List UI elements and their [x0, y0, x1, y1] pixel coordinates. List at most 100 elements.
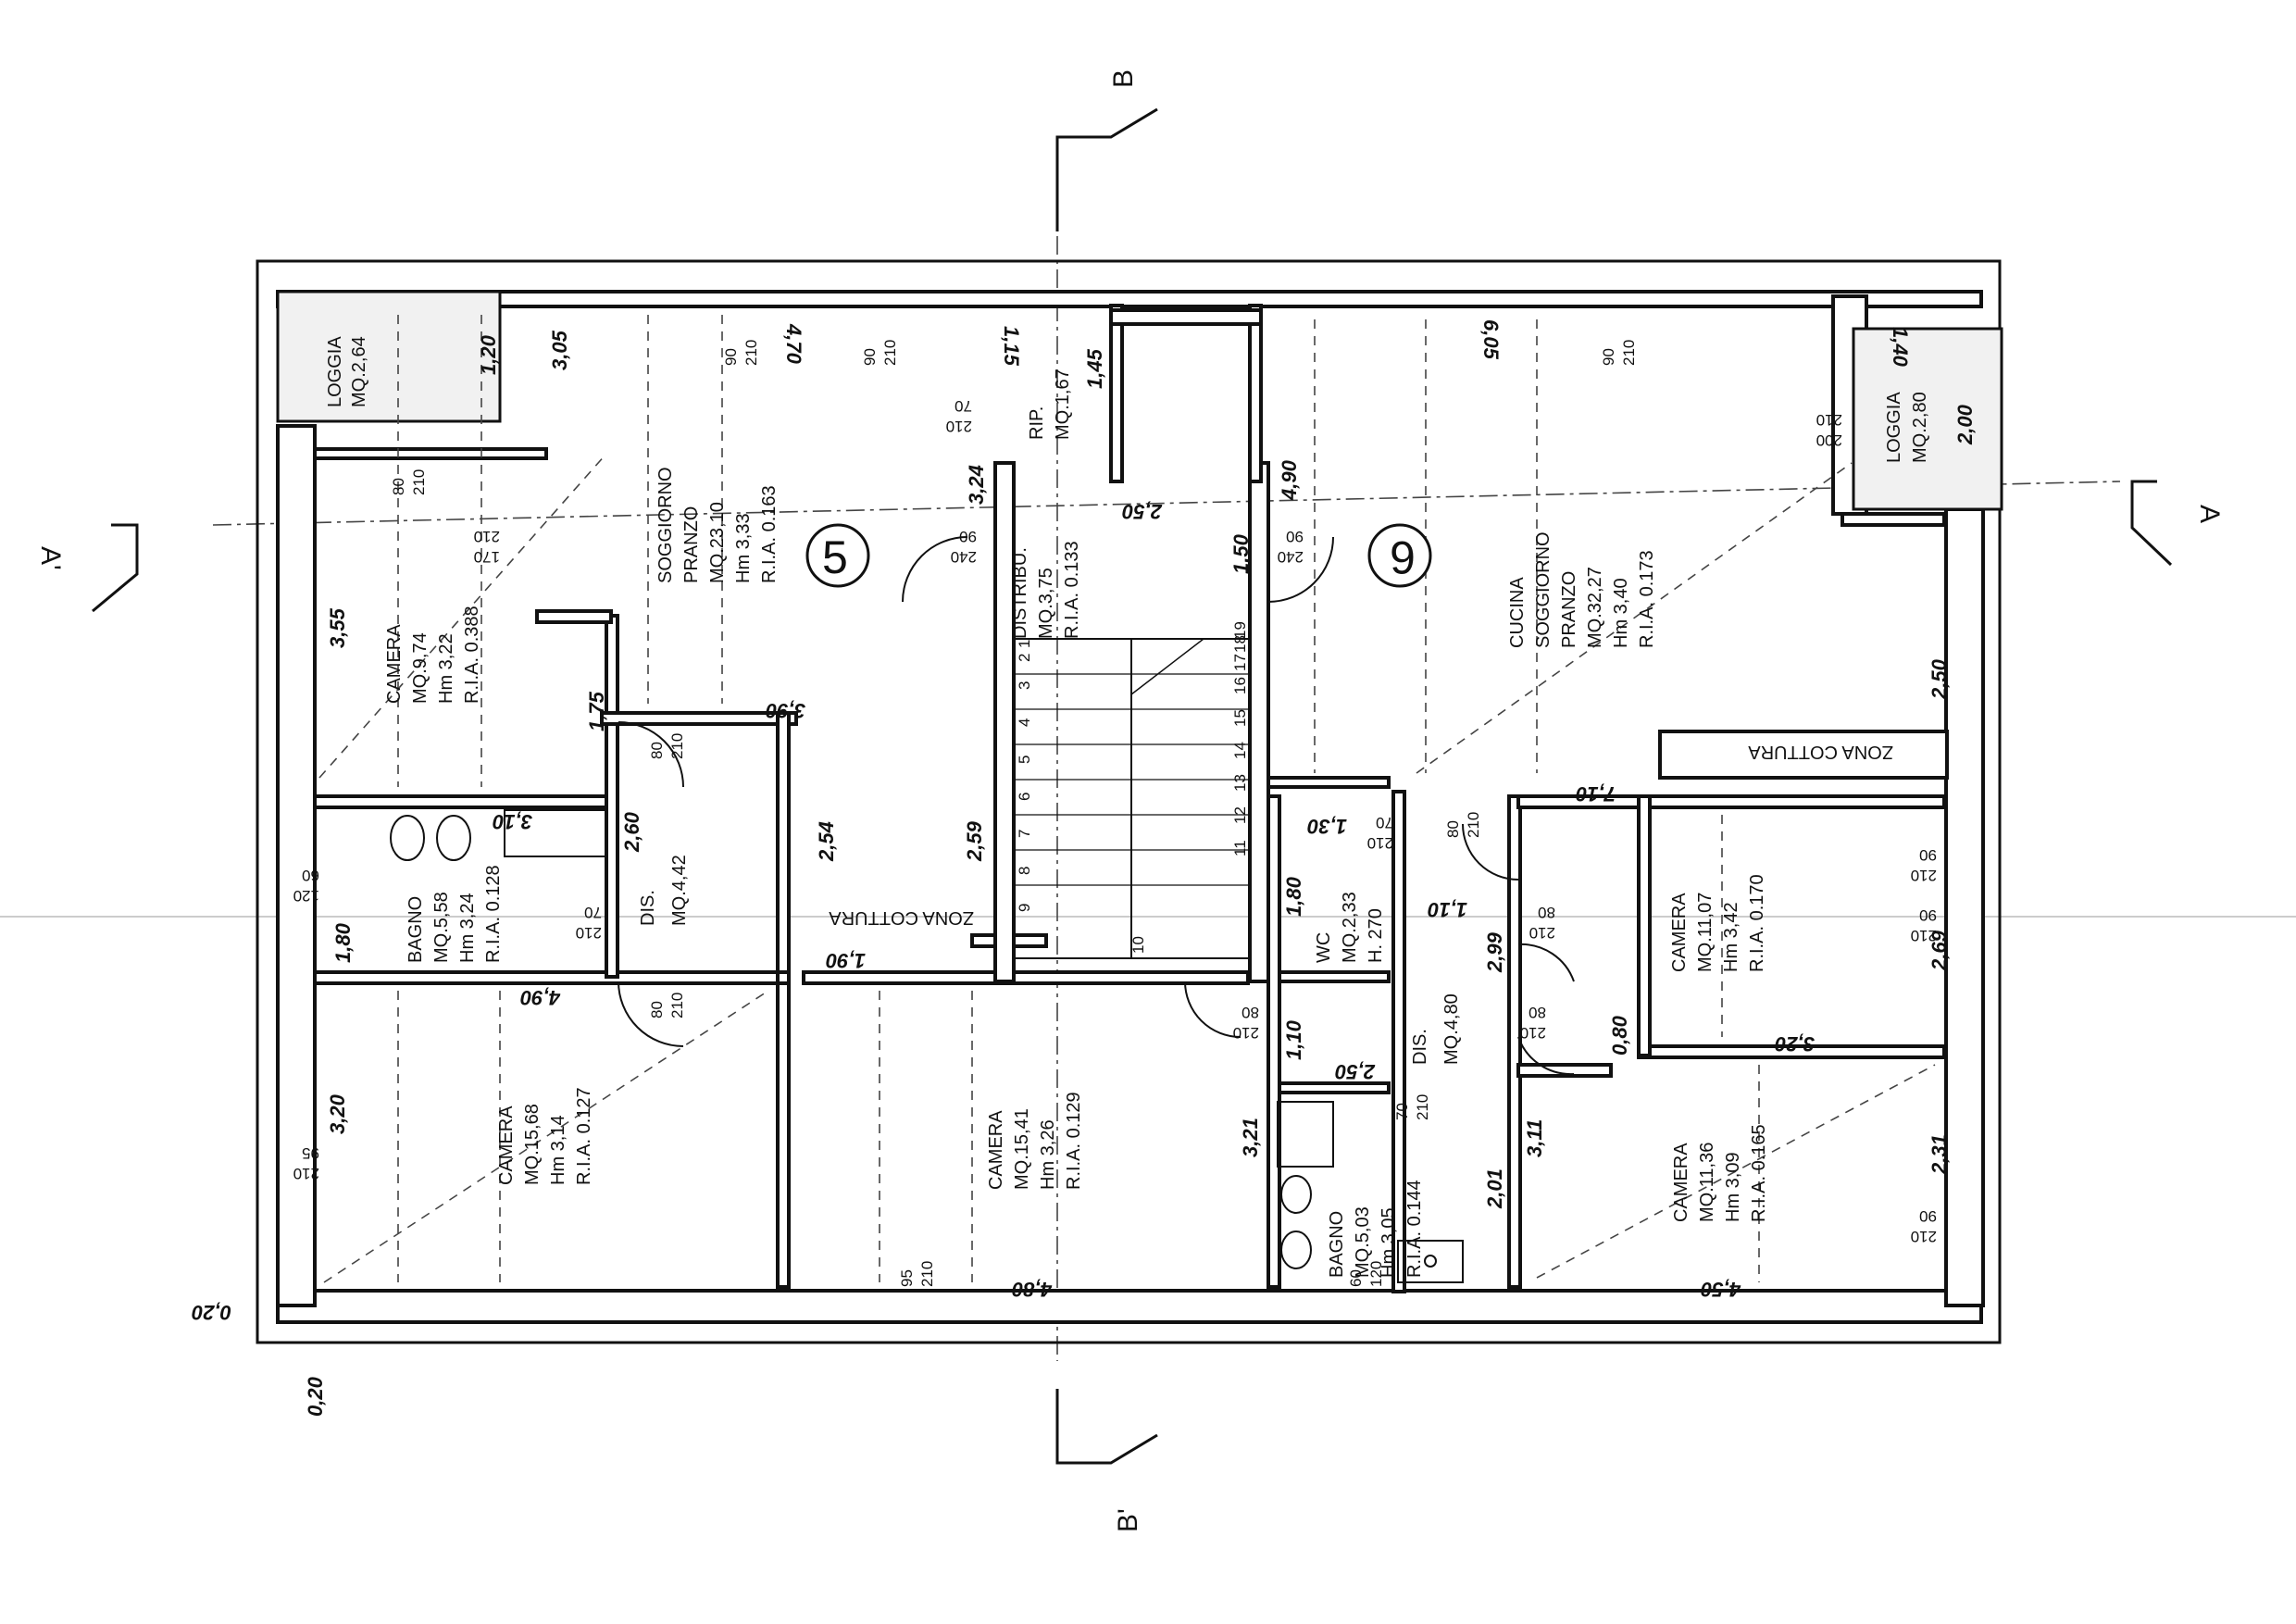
wc-6-line1: WC — [1314, 932, 1334, 963]
bagno-6-line4: R.I.A. 0.144 — [1404, 1180, 1425, 1278]
dim-1-10a: 1,10 — [1427, 898, 1467, 921]
opening-w14: 21070 — [1367, 814, 1393, 852]
room-camera-sw: CAMERA MQ.15,68 Hm 3,14 R.I.A. 0.127 — [496, 1087, 594, 1185]
section-label-b-bottom: B' — [1113, 1508, 1143, 1532]
wc-6-line2: MQ.2,33 — [1340, 892, 1360, 963]
dim-4-90a: 4,90 — [1278, 459, 1301, 501]
camera-se-line2: MQ.11,36 — [1697, 1143, 1717, 1222]
section-label-b-top: B — [1108, 69, 1139, 88]
dim-1-40: 1,40 — [1889, 327, 1912, 368]
zona-cottura-5: ZONA COTTURA — [829, 907, 974, 928]
dim-4-50: 4,50 — [1700, 1278, 1741, 1301]
dim-2-31: 2,31 — [1928, 1134, 1951, 1175]
dis-5-line1: DIS. — [638, 890, 658, 926]
dim-1-90: 1,90 — [825, 949, 866, 972]
exterior-walls — [276, 290, 2003, 1324]
opening-w25: 21090 — [1911, 906, 1937, 944]
cucina-6-line1: CUCINA — [1507, 577, 1528, 648]
room-camera-nw: CAMERA MQ.9,74 Hm 3,22 R.I.A. 0.388 — [384, 606, 482, 704]
stair-step-4: 4 — [1016, 718, 1033, 727]
room-soggiorno-5: SOGGIORNO PRANZO MQ.23,10 Hm 3,33 R.I.A.… — [655, 462, 780, 583]
dim-0-80: 0,80 — [1608, 1015, 1631, 1056]
opening-w8: 24090 — [1278, 528, 1304, 566]
opening-w6: 21070 — [946, 397, 972, 435]
camera-se-line3: Hm 3,09 — [1723, 1152, 1743, 1222]
camera-nw-line3: Hm 3,22 — [436, 633, 456, 704]
stair-step-5: 5 — [1016, 756, 1033, 764]
loggia-ne-line1: LOGGIA — [1884, 392, 1904, 463]
loggia-ne-line2: MQ.2,80 — [1910, 392, 1930, 463]
soggiorno-5-line3: MQ.23,10 — [707, 502, 728, 583]
room-camera-e: CAMERA MQ.11,07 Hm 3,42 R.I.A. 0.170 — [1669, 874, 1767, 972]
soggiorno-5-line4: Hm 3,33 — [733, 513, 754, 583]
loggia-nw-name: LOGGIA — [325, 336, 345, 407]
rip-line2: MQ.1,67 — [1053, 369, 1073, 440]
cucina-6-line4: MQ.32,27 — [1585, 567, 1605, 648]
dim-1-15: 1,15 — [1000, 326, 1023, 367]
stair-step-2: 2 — [1016, 654, 1033, 662]
stair-step-6: 6 — [1016, 793, 1033, 801]
cucina-6-line6: R.I.A. 0.173 — [1637, 550, 1657, 648]
camera-nw-line2: MQ.9,74 — [410, 632, 430, 704]
stair-step-17: 17 — [1231, 654, 1249, 671]
stair-step-7: 7 — [1016, 830, 1033, 838]
dim-2-69: 2,69 — [1928, 930, 1951, 971]
interior-walls — [313, 304, 1949, 1293]
dim-3-55: 3,55 — [326, 607, 349, 648]
bagno-5-line4: R.I.A. 0.128 — [483, 865, 504, 963]
stair-step-3: 3 — [1016, 681, 1033, 690]
unit-5-marker — [805, 523, 870, 588]
stair-step-8: 8 — [1016, 867, 1033, 875]
stair-step-18: 18 — [1231, 635, 1249, 653]
cucina-6-line3: PRANZO — [1559, 571, 1579, 648]
camera-sw-line1: CAMERA — [496, 1106, 517, 1185]
dim-2-50b: 2,50 — [1928, 658, 1951, 700]
dim-1-75: 1,75 — [585, 691, 608, 731]
stair-step-14: 14 — [1231, 742, 1249, 759]
distribu-line1: DISTRIBU. — [1010, 547, 1030, 639]
bagno-5-line2: MQ.5,58 — [431, 892, 452, 963]
unit-6-marker — [1367, 523, 1432, 588]
stair-step-19: 19 — [1231, 621, 1249, 639]
room-distribu: DISTRIBU. MQ.3,75 R.I.A. 0.133 — [1010, 541, 1082, 639]
staircase — [1013, 638, 1251, 959]
opening-w17: 21090 — [1911, 846, 1937, 884]
opening-w7: 24090 — [951, 528, 977, 566]
opening-w12: 21070 — [576, 904, 602, 942]
room-loggia-ne: LOGGIA MQ.2,80 — [1884, 388, 1930, 463]
stair-step-11: 11 — [1231, 840, 1249, 856]
camera-sw-line4: R.I.A. 0.127 — [574, 1087, 594, 1185]
stair-step-numbers: 9 8 7 6 5 4 3 2 1 11 12 13 14 15 16 17 1… — [1016, 621, 1249, 954]
stair-step-13: 13 — [1231, 774, 1249, 792]
room-loggia-nw: LOGGIA MQ.2,64 — [325, 332, 369, 407]
stair-step-12: 12 — [1231, 806, 1249, 824]
room-rip: RIP. MQ.1,67 — [1027, 369, 1073, 440]
cucina-6-line2: SOGGIORNO — [1533, 531, 1554, 648]
section-label-a-right: A — [2194, 505, 2225, 523]
dim-1-80b: 1,80 — [1282, 876, 1305, 917]
dim-3-90: 3,90 — [765, 699, 805, 722]
room-camera-sc: CAMERA MQ.15,41 Hm 3,26 R.I.A. 0.129 — [986, 1092, 1084, 1190]
dim-3-21: 3,21 — [1239, 1118, 1262, 1157]
dim-1-50: 1,50 — [1229, 533, 1253, 574]
bagno-6-line2: MQ.5,03 — [1353, 1206, 1373, 1278]
camera-se-line4: R.I.A. 0.165 — [1749, 1124, 1769, 1222]
dim-0-20b: 0,20 — [304, 1376, 327, 1417]
soggiorno-5-line1: SOGGIORNO — [655, 467, 676, 583]
bagno-5-line1: BAGNO — [406, 896, 426, 963]
dim-2-50a: 2,50 — [1121, 500, 1163, 523]
dim-2-60: 2,60 — [620, 811, 643, 853]
opening-w16: 21080 — [1529, 904, 1555, 942]
dim-7-10: 7,10 — [1575, 782, 1616, 806]
dimension-labels: 3,05 1,20 4,70 1,15 1,45 6,05 1,40 2,00 … — [191, 319, 1977, 1417]
room-bagno-5: BAGNO MQ.5,58 Hm 3,24 R.I.A. 0.128 — [406, 865, 504, 963]
dim-1-30: 1,30 — [1306, 815, 1347, 838]
stair-landing-10: 10 — [1129, 936, 1147, 954]
